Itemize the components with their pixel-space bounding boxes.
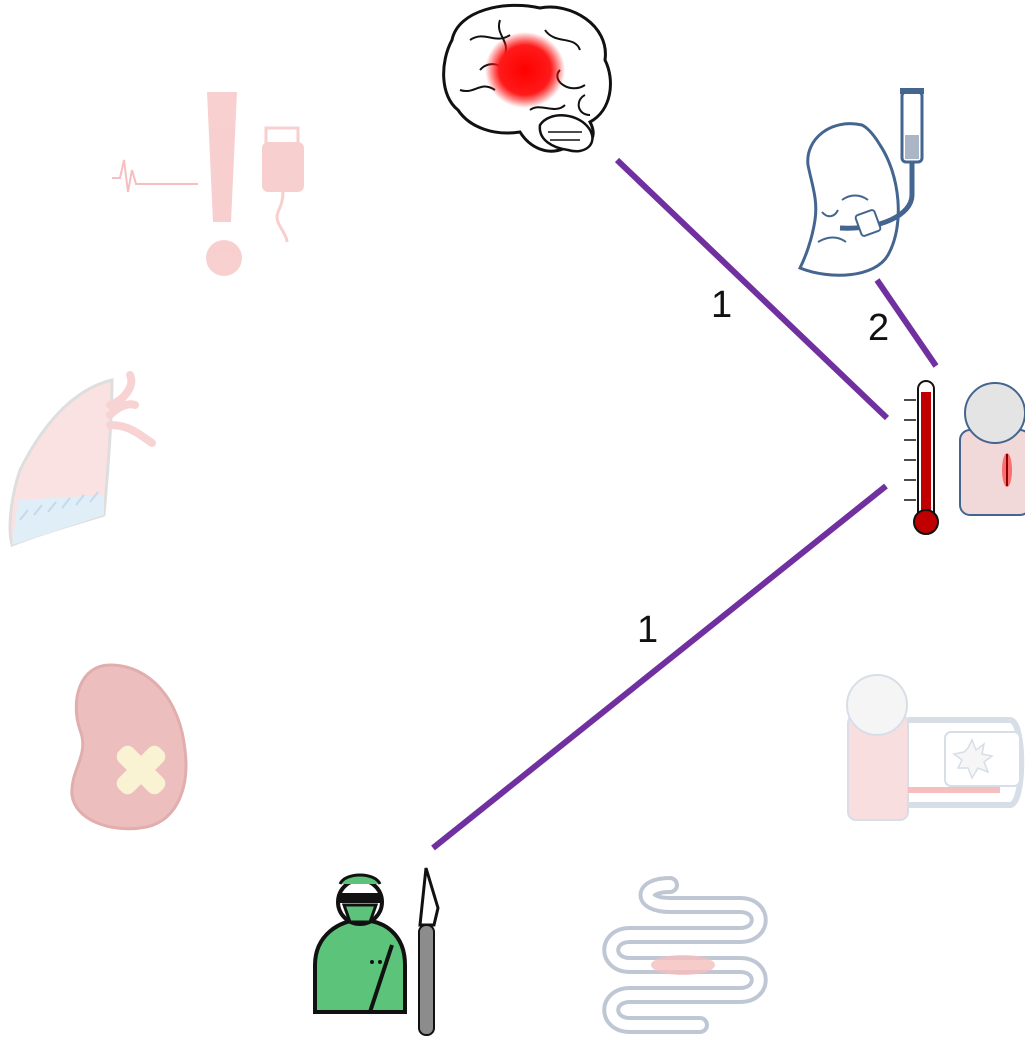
intubated-face-icon [797, 88, 924, 277]
lung-effusion-icon [8, 371, 156, 548]
wound-patient-icon [959, 382, 1025, 516]
edge-brain-thermometer [614, 157, 890, 421]
edge-face-thermometer [874, 278, 939, 368]
intestine-icon [602, 876, 768, 1034]
edges [431, 157, 939, 851]
edge-label-brain-thermometer: 1 [711, 284, 732, 326]
cardiac-patient-icon [846, 674, 1025, 821]
edge-surgeon-thermometer [431, 483, 888, 851]
kidney-injury-icon [70, 663, 188, 831]
brain-icon [442, 3, 612, 153]
edge-label-surgeon-thermometer: 1 [637, 609, 658, 651]
alarm-iv-icon [112, 92, 304, 276]
surgeon-scalpel-icon [313, 867, 440, 1036]
edge-label-face-thermometer: 2 [868, 307, 889, 349]
thermometer-icon [904, 380, 939, 535]
